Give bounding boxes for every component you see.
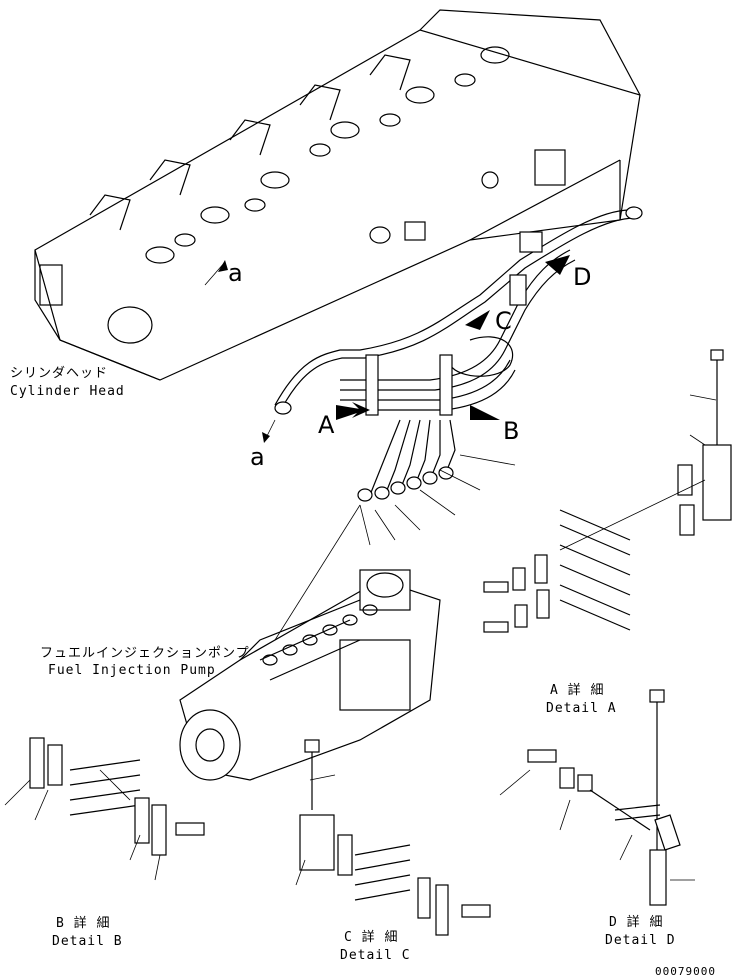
detail-b-drawing <box>4 737 205 881</box>
cylinder-head-label-en: Cylinder Head <box>10 384 125 399</box>
detail-b-label-jp: B 詳 細 <box>56 916 111 931</box>
detail-a-label-en: Detail A <box>546 701 617 716</box>
detail-c-drawing <box>295 739 491 936</box>
callout-A: A <box>318 411 335 439</box>
detail-d-label-jp: D 詳 細 <box>609 915 664 930</box>
detail-c-label-jp: C 詳 細 <box>344 930 399 945</box>
drawing-number: 00079000 <box>655 965 716 978</box>
callout-C: C <box>495 307 512 335</box>
detail-d-label-en: Detail D <box>605 933 676 948</box>
pump-label-jp: フュエルインジェクションポンプ <box>40 646 250 661</box>
cylinder-head-label-jp: シリンダヘッド <box>10 366 109 381</box>
callout-B: B <box>503 417 520 445</box>
injection-pipes-drawing <box>274 206 643 641</box>
callout-arrows <box>204 255 570 443</box>
fuel-injection-pump-drawing <box>179 569 441 781</box>
cylinder-head-drawing <box>34 9 641 381</box>
callout-a-upper: a <box>228 259 243 287</box>
detail-a-label-jp: A 詳 細 <box>550 683 605 698</box>
callout-a-lower: a <box>250 443 265 471</box>
callout-D: D <box>573 263 592 291</box>
pump-label-en: Fuel Injection Pump <box>48 663 216 678</box>
detail-c-label-en: Detail C <box>340 948 411 963</box>
detail-b-label-en: Detail B <box>52 934 123 949</box>
detail-d-drawing <box>499 689 695 906</box>
detail-a-drawing <box>483 349 732 633</box>
